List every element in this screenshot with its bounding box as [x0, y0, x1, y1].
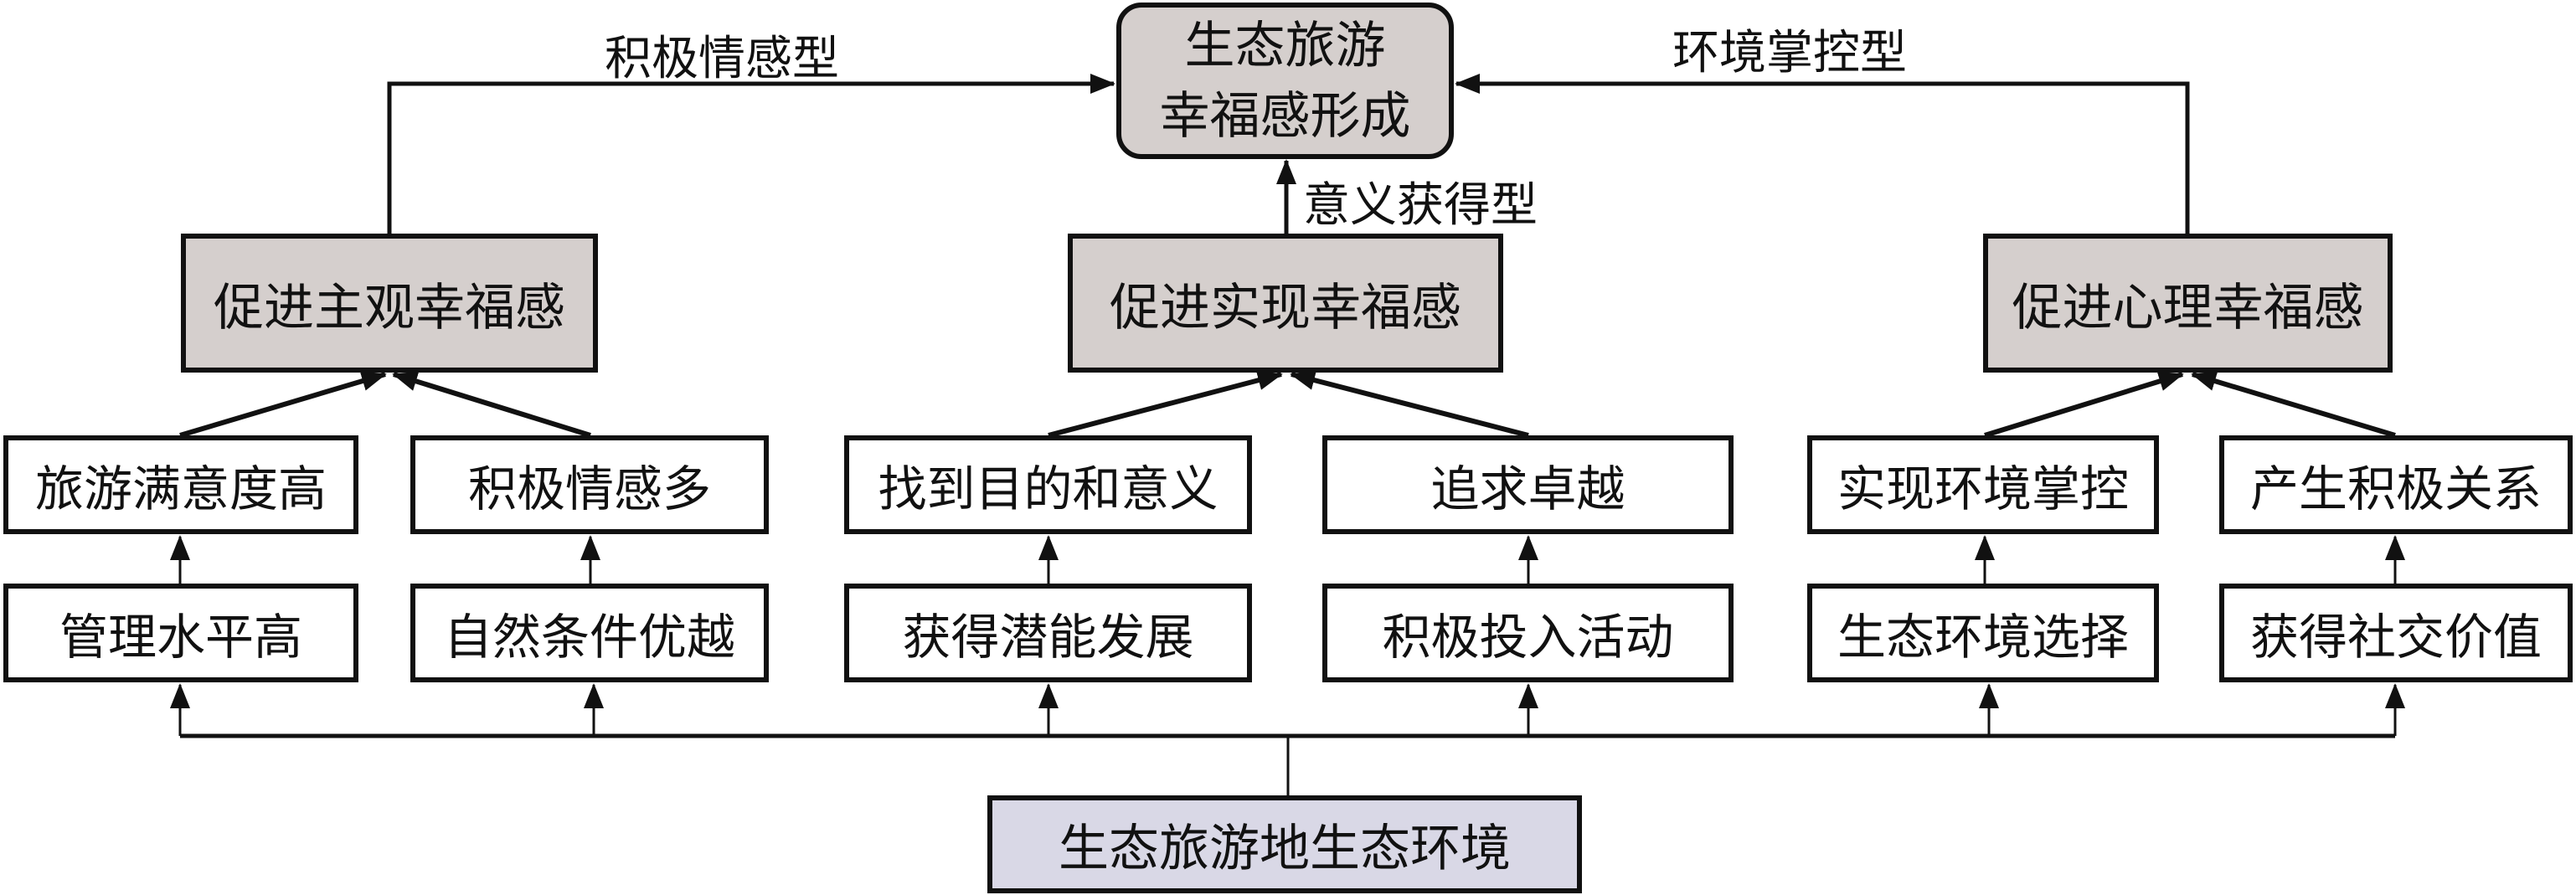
- row2-label: 积极情感多: [467, 460, 711, 517]
- row2-box: 追求卓越: [1322, 435, 1734, 534]
- edge-left-to-top: [387, 74, 1115, 234]
- mid-box-label: 促进主观幸福感: [214, 278, 565, 337]
- row2-label: 找到目的和意义: [878, 460, 1218, 517]
- row2-label: 实现环境掌控: [1837, 460, 2129, 517]
- row3-box: 生态环境选择: [1807, 584, 2159, 682]
- row3-box: 管理水平高: [3, 584, 358, 682]
- row3-label: 获得社交价值: [2249, 609, 2542, 666]
- row3-box: 积极投入活动: [1322, 584, 1734, 682]
- row2-box: 旅游满意度高: [3, 435, 358, 534]
- row2-label: 追求卓越: [1430, 460, 1625, 517]
- root-label: 生态旅游地生态环境: [1059, 820, 1511, 878]
- edge-r2-4: [1290, 370, 1529, 438]
- mid-box-subjective: 促进主观幸福感: [181, 234, 598, 373]
- row2-label: 产生积极关系: [2249, 460, 2542, 517]
- mid-box-label: 促进实现幸福感: [1110, 278, 1461, 337]
- edge-label-center: 意义获得型: [1303, 178, 1538, 233]
- edge-r2-5: [1984, 371, 2184, 438]
- edge-label-right: 环境掌控型: [1672, 26, 1907, 80]
- edge-r2-3: [1048, 370, 1283, 438]
- row2-box: 积极情感多: [410, 435, 769, 534]
- mid-box-psychological: 促进心理幸福感: [1983, 234, 2393, 373]
- edge-r2-6: [2191, 371, 2396, 438]
- top-goal-box: 生态旅游 幸福感形成: [1116, 3, 1454, 159]
- row3-label: 生态环境选择: [1837, 609, 2129, 666]
- mid-box-eudaimonic: 促进实现幸福感: [1068, 234, 1503, 373]
- row3-box: 获得潜能发展: [844, 584, 1252, 682]
- edge-r2-1: [179, 371, 387, 438]
- top-goal-line2: 幸福感形成: [1159, 86, 1411, 146]
- top-goal-line1: 生态旅游: [1184, 16, 1386, 75]
- row2-label: 旅游满意度高: [34, 460, 327, 517]
- mid-box-label: 促进心理幸福感: [2012, 278, 2364, 337]
- row3-label: 自然条件优越: [443, 609, 735, 666]
- row2-box: 实现环境掌控: [1807, 435, 2159, 534]
- row3-box: 获得社交价值: [2219, 584, 2573, 682]
- edge-label-left: 积极情感型: [605, 32, 839, 86]
- row3-box: 自然条件优越: [410, 584, 769, 682]
- row3-label: 获得潜能发展: [902, 609, 1194, 666]
- edge-right-to-top: [1455, 74, 2190, 234]
- row3-label: 积极投入活动: [1382, 609, 1674, 666]
- row2-box: 找到目的和意义: [844, 435, 1252, 534]
- edge-r2-2: [392, 371, 591, 438]
- row3-label: 管理水平高: [59, 609, 302, 666]
- root-box: 生态旅游地生态环境: [987, 795, 1582, 893]
- row2-box: 产生积极关系: [2219, 435, 2573, 534]
